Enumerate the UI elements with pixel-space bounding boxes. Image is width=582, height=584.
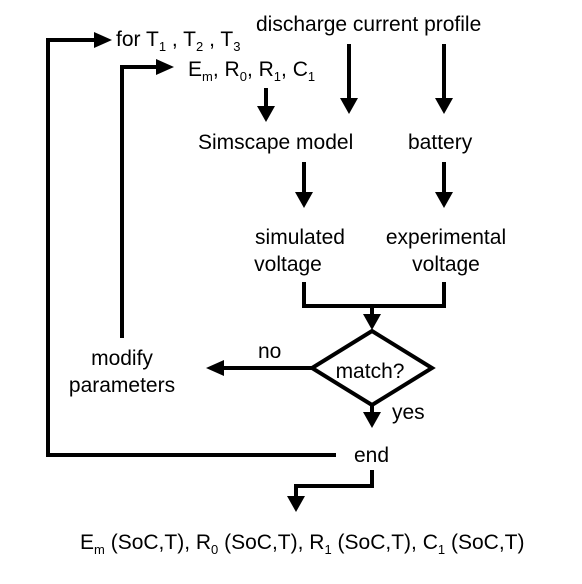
param-c1: C1	[292, 58, 316, 84]
edge-end-to-outputs	[294, 470, 374, 500]
arrowhead-into-parameters	[156, 59, 174, 75]
arrowhead-simscape-from-discharge	[340, 98, 358, 114]
arrowhead-simscape-from-params	[257, 106, 275, 122]
param-r1: R1	[258, 58, 282, 84]
loop-temperatures-label: for T1 , T2 , T3	[116, 28, 241, 54]
output-c1: C1 (SoC,T)	[422, 531, 525, 557]
no-branch-label: no	[258, 340, 282, 363]
arrowhead-decision	[363, 314, 381, 330]
experimental-voltage-line2: voltage	[412, 253, 480, 276]
arrowhead-end	[363, 412, 381, 428]
modify-parameters-line1: modify	[91, 347, 153, 370]
edge-modify-to-parameters	[120, 65, 160, 338]
experimental-voltage-line1: experimental	[385, 226, 507, 249]
discharge-profile-label: discharge current profile	[256, 13, 482, 36]
output-em: Em (SoC,T)	[80, 531, 185, 557]
simulated-voltage-line2: voltage	[254, 253, 322, 276]
end-label: end	[354, 444, 390, 467]
arrowhead-outputs	[287, 496, 305, 512]
simulated-voltage-line1: simulated	[255, 226, 345, 249]
arrowhead-into-for-loop	[94, 32, 112, 48]
output-r1: R1 (SoC,T)	[309, 531, 412, 557]
arrowhead-modify	[206, 360, 224, 376]
param-em: Em	[188, 58, 213, 84]
edge-end-to-loop-top	[46, 38, 336, 457]
loop-prefix: for	[116, 28, 141, 51]
arrowhead-battery	[435, 98, 453, 114]
battery-label: battery	[408, 131, 473, 154]
arrowhead-experimental	[435, 192, 453, 208]
param-r0: R0	[224, 58, 247, 84]
yes-branch-label: yes	[392, 401, 425, 424]
modify-parameters-line2: parameters	[68, 374, 176, 397]
temperature-t1: T1	[145, 28, 167, 54]
model-parameters-label: Em, R0, R1, C1	[188, 58, 316, 84]
simscape-model-label: Simscape model	[198, 131, 354, 154]
temperature-t3: T3	[220, 28, 241, 54]
arrowhead-simulated	[295, 192, 313, 208]
decision-label: match?	[335, 360, 405, 383]
temperature-t2: T2	[183, 28, 204, 54]
output-r0: R0 (SoC,T)	[195, 531, 298, 557]
edge-voltages-merge	[302, 282, 446, 308]
output-parameters-label: Em (SoC,T), R0 (SoC,T), R1 (SoC,T), C1 (…	[80, 531, 525, 557]
